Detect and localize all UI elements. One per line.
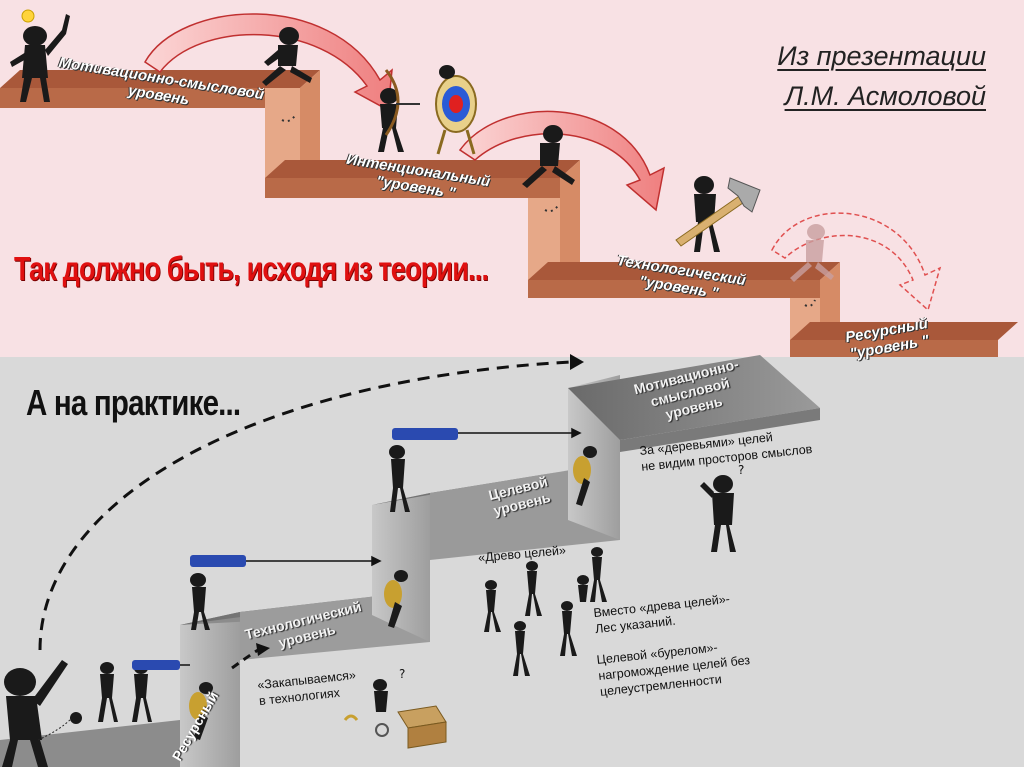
svg-text:?: ?: [399, 667, 405, 681]
attribution-line-2: Л.М. Асмоловой: [726, 76, 986, 116]
theory-heading: Так должно быть, исходя из теории...: [14, 250, 488, 288]
practice-heading: А на практике...: [26, 382, 240, 424]
attribution-line-1: Из презентации: [726, 36, 986, 76]
svg-text:?: ?: [738, 463, 744, 477]
attribution: Из презентации Л.М. Асмоловой: [726, 36, 986, 116]
